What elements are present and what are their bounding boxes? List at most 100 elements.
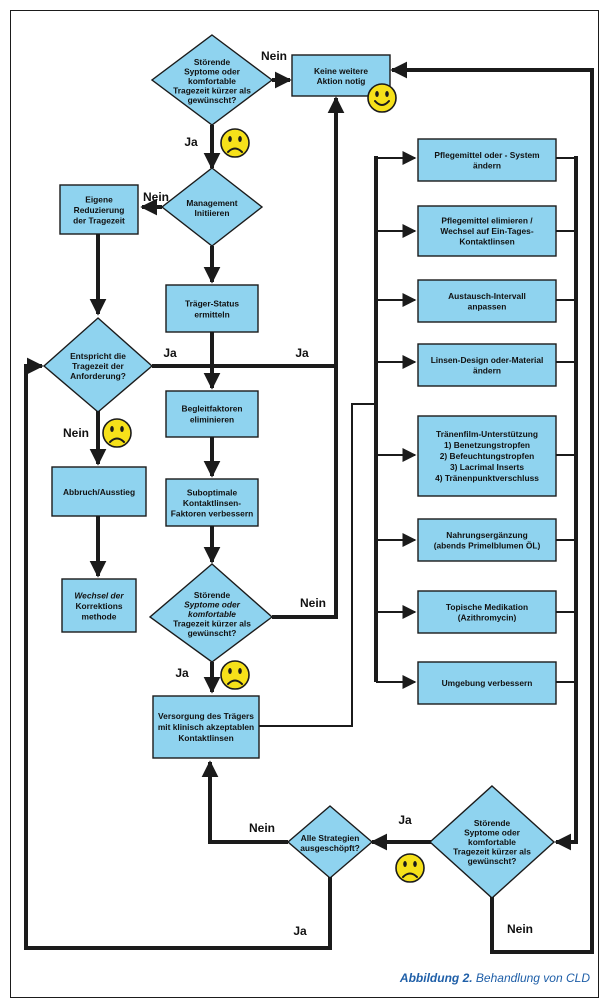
edge-label-ja-entspricht-right: Ja (295, 346, 309, 360)
node-line: Träger-Status (185, 299, 239, 309)
node-line: gewünscht? (188, 628, 237, 638)
node-line: Störende (474, 818, 511, 828)
node-line: Wechsel der (74, 591, 124, 601)
sad-face-icon (220, 660, 250, 690)
box-strategy-austausch-intervall (417, 279, 557, 323)
node-line: Korrektions (75, 601, 122, 611)
edge-label-ja-mid: Ja (175, 666, 189, 680)
node-line: Keine weitere (314, 66, 368, 76)
sad-face-icon (395, 853, 425, 883)
box-versorgung (152, 695, 260, 759)
edge-alle-versorgung (201, 760, 288, 844)
node-line: Nahrungsergänzung (446, 530, 527, 540)
node-line: Kontaktlinsen- (183, 498, 241, 508)
box-eigene-reduzierung (59, 184, 139, 235)
edge-versorgung-bus (258, 403, 376, 727)
node-line: Tragezeit kürzer als (173, 86, 251, 96)
box-strategy-umgebung (417, 661, 557, 705)
decision-entspricht (42, 317, 154, 413)
node-line: Aktion notig (317, 76, 366, 86)
node-line: Entspricht die (70, 351, 126, 361)
box-strategy-pflegemittel-system (417, 138, 557, 182)
node-line: komfortable (188, 609, 236, 619)
node-text-abbruch: Abbruch/Ausstieg (63, 487, 135, 497)
node-line: eliminieren (190, 415, 234, 425)
node-line: Tränenfilm-Unterstützung (436, 429, 538, 439)
edge-label-ja-bottom: Ja (398, 813, 412, 827)
node-line: Begleitfaktoren (182, 404, 243, 414)
node-line: Eigene (85, 195, 113, 205)
edge-label-ja-alle: Ja (293, 924, 307, 938)
node-line: Tragezeit kürzer als (453, 847, 531, 857)
edge-label-nein-entspricht: Nein (63, 426, 89, 440)
box-suboptimale-faktoren (165, 478, 259, 527)
edge-label-nein-bottom: Nein (507, 922, 533, 936)
box-abbruch (51, 466, 147, 517)
edge-label-nein-mid: Nein (300, 596, 326, 610)
node-line: ausgeschöpft? (300, 843, 360, 853)
node-line: 4) Tränenpunktverschluss (435, 473, 539, 483)
node-text-s2: Pflegemittel elimieren /Wechsel auf Ein-… (440, 216, 533, 247)
box-wechsel-methode (61, 578, 137, 633)
node-line: 1) Benetzungstropfen (444, 440, 530, 450)
edge-d2-keine (272, 366, 338, 619)
node-line: ändern (473, 365, 501, 375)
node-line: Versorgung des Trägers (158, 711, 254, 721)
caption-text: Behandlung von CLD (473, 971, 591, 985)
node-line: Kontaktlinsen (178, 733, 233, 743)
box-strategy-topische-medikation (417, 590, 557, 634)
node-line: Pflegemittel oder - System (434, 150, 539, 160)
node-line: Faktoren verbessern (171, 509, 253, 519)
node-line: Pflegemittel elimieren / (441, 216, 533, 226)
node-line: Umgebung verbessern (442, 678, 533, 688)
node-line: Suboptimale (187, 488, 238, 498)
node-line: Syptome oder (184, 599, 241, 609)
node-line: Management (186, 198, 237, 208)
node-line: Tragezeit der (72, 361, 124, 371)
node-line: Kontaktlinsen (459, 237, 514, 247)
node-line: Wechsel auf Ein-Tages- (440, 226, 533, 236)
box-strategy-traenenfilm (417, 415, 557, 497)
edge-alle-entspricht (24, 357, 332, 950)
smiley-happy-icon (367, 83, 397, 113)
node-line: Reduzierung (74, 205, 125, 215)
edge-label-ja-top: Ja (184, 135, 198, 149)
decision-symptoms-bottom (428, 785, 556, 899)
node-line: Syptome oder (184, 66, 241, 76)
box-traeger-status (165, 284, 259, 333)
node-line: komfortable (468, 837, 516, 847)
node-line: Störende (194, 590, 231, 600)
node-text-s8: Umgebung verbessern (442, 678, 533, 688)
node-line: mit klinisch akzeptablen (158, 722, 254, 732)
node-line: Topische Medikation (446, 602, 528, 612)
node-line: Syptome oder (464, 827, 521, 837)
node-line: Abbruch/Ausstieg (63, 487, 135, 497)
box-strategy-linsen-design (417, 343, 557, 387)
node-line: 3) Lacrimal Inserts (450, 462, 524, 472)
node-line: Alle Strategien (301, 833, 360, 843)
node-line: gewünscht? (188, 95, 237, 105)
edge-label-nein-alle: Nein (249, 821, 275, 835)
decision-management (160, 167, 264, 247)
node-line: Initiieren (195, 208, 230, 218)
node-line: methode (82, 612, 117, 622)
decision-alle-strategien (286, 805, 374, 879)
edge-label-nein-management: Nein (143, 190, 169, 204)
node-line: Anforderung? (70, 371, 126, 381)
node-text-s6: Nahrungsergänzung(abends Primelblumen ÖL… (434, 530, 541, 551)
node-line: Tragezeit kürzer als (173, 619, 251, 629)
node-line: 2) Befeuchtungstropfen (440, 451, 534, 461)
node-line: ermitteln (194, 310, 229, 320)
